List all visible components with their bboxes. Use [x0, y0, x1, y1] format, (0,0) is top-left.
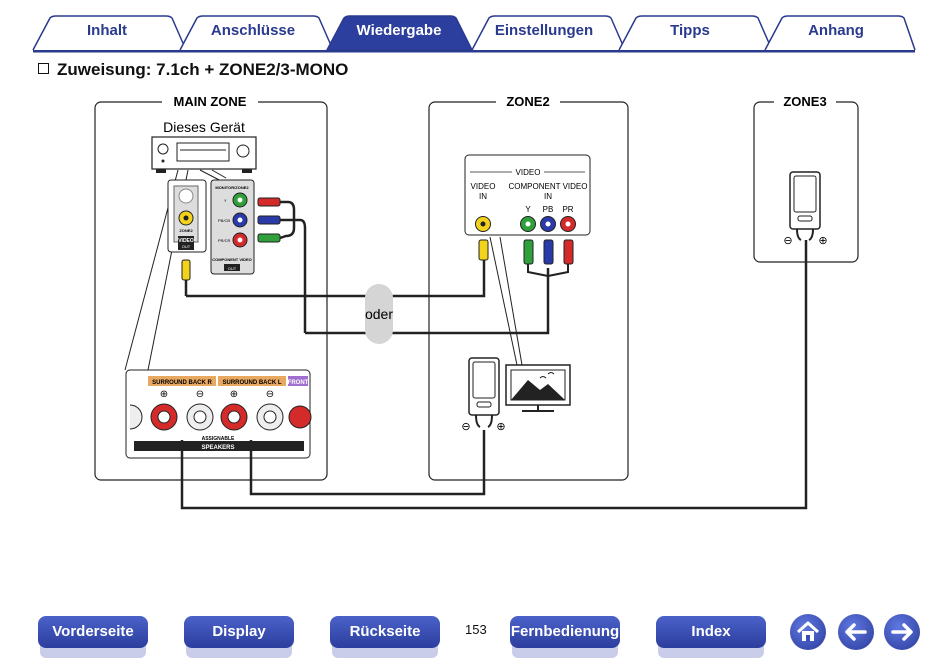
- zone3-speaker-minus: ⊖: [783, 235, 792, 247]
- tv-video-label: VIDEO: [516, 168, 541, 177]
- assignable-label: ASSIGNABLE: [202, 436, 235, 442]
- tab-anschluesse[interactable]: Anschlüsse: [210, 22, 296, 39]
- component-y-label: Y: [224, 198, 227, 203]
- zone2-small-label: ZONE2: [179, 228, 193, 233]
- tv-monitor-icon: [505, 364, 571, 412]
- tv-component-label-1: COMPONENT VIDEO: [509, 182, 588, 191]
- composite-plug-main: [181, 259, 191, 296]
- zone2-speaker-plus: ⊕: [496, 421, 505, 433]
- tab-shapes: [32, 15, 916, 53]
- main-zone-label: MAIN ZONE: [174, 94, 247, 109]
- vorderseite-button[interactable]: Vorderseite: [38, 616, 148, 648]
- tv-y-label: Y: [525, 205, 531, 214]
- minus-terminal-1: ⊖: [196, 389, 204, 400]
- tab-tipps[interactable]: Tipps: [670, 22, 710, 39]
- out-small-label: OUT: [182, 244, 191, 249]
- tab-einstellungen[interactable]: Einstellungen: [494, 22, 594, 39]
- component-pb-label: PB/CB: [218, 218, 230, 223]
- device-label: Dieses Gerät: [163, 119, 245, 135]
- plus-terminal-2: ⊕: [230, 389, 238, 400]
- index-button[interactable]: Index: [656, 616, 766, 648]
- surround-back-l-label: SURROUND BACK L: [223, 380, 282, 386]
- speaker-terminal-panel: SURROUND BACK R SURROUND BACK L FRONT ⊕ …: [125, 369, 312, 459]
- home-button[interactable]: [790, 614, 826, 650]
- zone3-label: ZONE3: [783, 94, 826, 109]
- composite-cable: [186, 260, 486, 298]
- back-button[interactable]: [838, 614, 874, 650]
- video-small-label: VIDEO: [178, 238, 194, 244]
- zone3-speaker-cable: [180, 240, 808, 510]
- zone2-speaker-icon: ⊖ ⊕: [461, 357, 506, 433]
- tv-component-label-2: IN: [544, 192, 552, 201]
- or-pill: [365, 284, 393, 344]
- arrow-left-icon: [845, 623, 867, 641]
- component-pr-label: PR/CR: [218, 238, 231, 243]
- tv-video-in-label-1: VIDEO: [471, 182, 496, 191]
- video-out-panel: ZONE2 VIDEO OUT: [167, 179, 207, 253]
- plus-terminal-1: ⊕: [160, 389, 168, 400]
- tab-wiedergabe[interactable]: Wiedergabe: [356, 22, 442, 39]
- tv-pb-label: PB: [543, 205, 554, 214]
- zone3-speaker-icon: ⊖ ⊕: [783, 171, 828, 247]
- front-label: FRONT: [288, 380, 309, 386]
- or-label: oder: [365, 306, 393, 322]
- tab-bar: Inhalt Anschlüsse Wiedergabe Einstellung…: [0, 0, 950, 56]
- tv-pr-label: PR: [562, 205, 573, 214]
- tab-inhalt[interactable]: Inhalt: [87, 22, 127, 39]
- zone2-label: ZONE2: [506, 94, 549, 109]
- page-heading: Zuweisung: 7.1ch + ZONE2/3-MONO: [38, 60, 348, 80]
- tv-plugs: [478, 239, 574, 277]
- surround-back-r-label: SURROUND BACK R: [152, 380, 212, 386]
- zone2-speaker-minus: ⊖: [461, 421, 470, 433]
- home-icon: [796, 621, 820, 641]
- page-number: 153: [465, 622, 487, 637]
- heading-text: Zuweisung: 7.1ch + ZONE2/3-MONO: [57, 60, 349, 79]
- component-video-panel: MONITOR/ZONE2 Y PB/CB PR/CR COMPONENT VI…: [210, 179, 255, 275]
- fernbedienung-button[interactable]: Fernbedienung: [510, 616, 620, 648]
- zone3-speaker-plus: ⊕: [818, 235, 827, 247]
- tv-video-in-label-2: IN: [479, 192, 487, 201]
- monitor-zone2-label: MONITOR/ZONE2: [215, 185, 249, 190]
- component-out-small-label: OUT: [228, 266, 237, 271]
- tab-anhang[interactable]: Anhang: [808, 22, 864, 39]
- receiver-icon: [151, 136, 257, 173]
- checkbox-bullet-icon: [38, 63, 49, 74]
- arrow-right-icon: [891, 623, 913, 641]
- component-video-small-label: COMPONENT VIDEO: [212, 257, 252, 262]
- component-plugs: [257, 197, 307, 333]
- zone2-speaker-cable: [249, 430, 486, 496]
- tv-input-panel: VIDEO VIDEO IN COMPONENT VIDEO IN Y PB P…: [464, 154, 591, 236]
- minus-terminal-2: ⊖: [266, 389, 274, 400]
- forward-button[interactable]: [884, 614, 920, 650]
- speakers-label: SPEAKERS: [201, 445, 234, 451]
- rueckseite-button[interactable]: Rückseite: [330, 616, 440, 648]
- display-button[interactable]: Display: [184, 616, 294, 648]
